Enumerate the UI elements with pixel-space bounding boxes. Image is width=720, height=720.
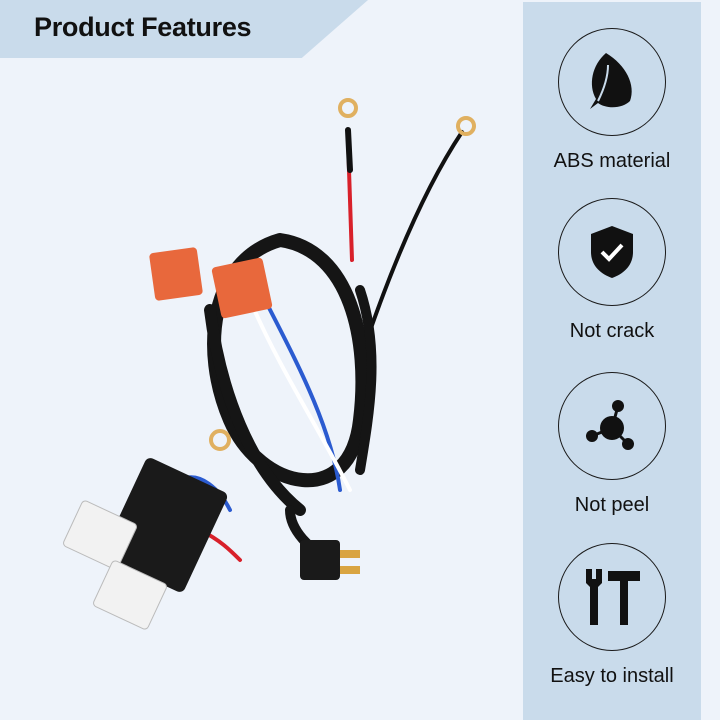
feature-label: Not crack — [569, 320, 655, 342]
feature-not-peel: Not peel — [523, 372, 701, 517]
page-title: Product Features — [34, 12, 252, 42]
feature-easy-to-install: Easy to install — [523, 543, 701, 688]
feature-abs-material: ABS material — [523, 28, 701, 173]
features-panel: ABS material Not crack Not peel Easy to … — [523, 2, 701, 720]
feature-not-crack: Not crack — [523, 198, 701, 343]
shield-check-icon — [558, 198, 666, 306]
wrench-hammer-icon — [558, 543, 666, 651]
molecule-icon — [558, 372, 666, 480]
feature-label: Not peel — [574, 494, 650, 516]
feature-label: Easy to install — [550, 665, 674, 687]
feature-label: ABS material — [553, 150, 671, 172]
header-banner — [0, 0, 368, 58]
wiring-harness-image — [63, 98, 476, 630]
leaf-icon — [558, 28, 666, 136]
